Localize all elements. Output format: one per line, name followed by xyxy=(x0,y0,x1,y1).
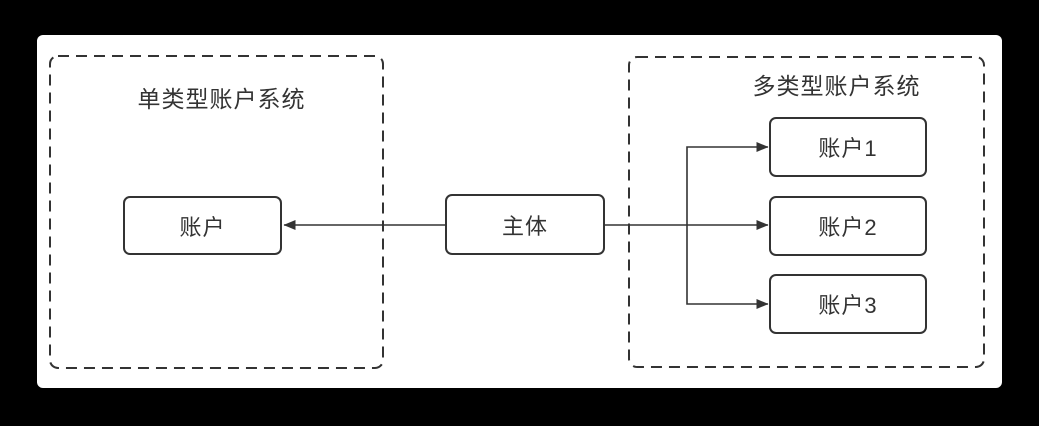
multi-type-group-title: 多类型账户系统 xyxy=(752,73,921,99)
connector-subject-to-account3 xyxy=(686,225,769,309)
node-subject: 主体 xyxy=(445,194,605,255)
single-type-group-title: 单类型账户系统 xyxy=(137,86,306,112)
node-account-3: 账户3 xyxy=(769,274,927,334)
connector-layer xyxy=(49,55,985,369)
node-account-1: 账户1 xyxy=(769,117,927,177)
connector-subject-to-account1 xyxy=(686,142,769,225)
multi-type-group-border xyxy=(628,56,985,368)
node-account: 账户 xyxy=(123,196,282,255)
diagram-card: 单类型账户系统 账户 主体 多类型账户系统 账户1 账户2 账户3 xyxy=(37,35,1002,388)
single-type-group-border xyxy=(49,55,384,369)
node-account-2: 账户2 xyxy=(769,196,927,256)
